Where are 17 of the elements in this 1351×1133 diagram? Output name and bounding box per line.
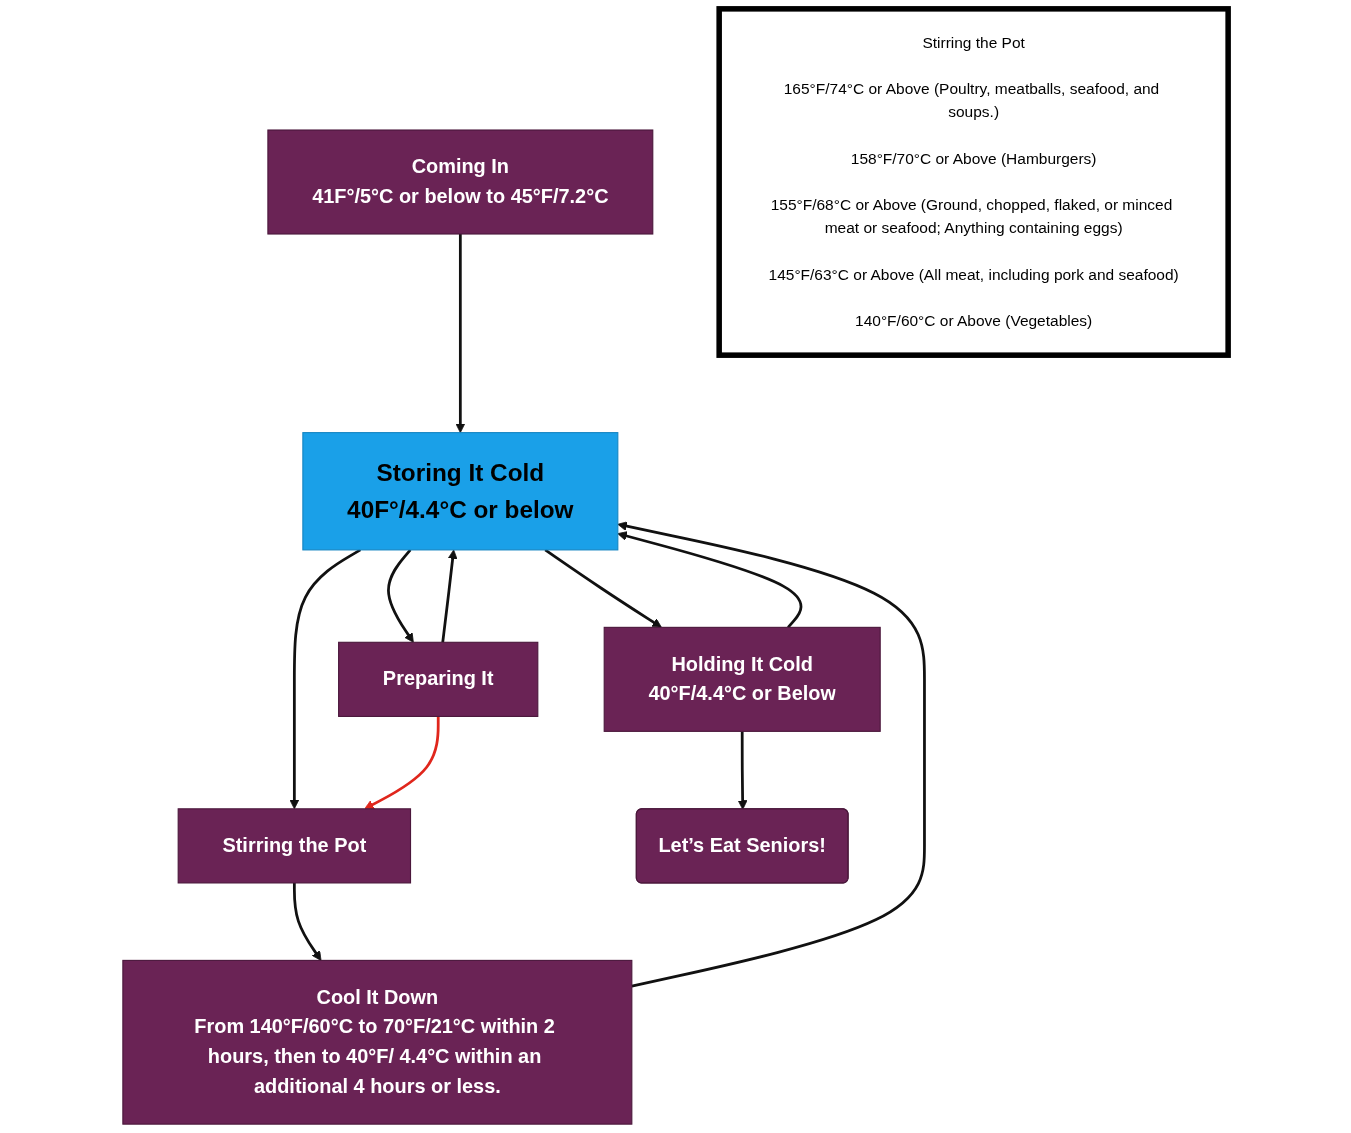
arrow (617, 521, 926, 988)
node-box: Preparing It (338, 641, 539, 717)
arrow (289, 548, 362, 810)
arrow (387, 549, 414, 643)
node-box: Cool It Down From 140°F/60°C to 70°F/21°C within 2 hours, then to 40°F/ 4.4°C within an additional 4 hours or less. (122, 959, 633, 1125)
arrow (292, 882, 322, 961)
arrow (544, 548, 662, 628)
arrow (364, 716, 440, 810)
arrow (737, 731, 748, 810)
node-box: Holding It Cold 40°F/4.4°C or Below (603, 626, 881, 732)
arrow (441, 549, 458, 643)
node-box: Stirring the Pot (177, 808, 412, 884)
node-box: Stirring the Pot 165°F/74°C or Above (Poultry, meatballs, seafood, and soups.) 158°F/70°C or Above (Hamburgers) 155°F/68°C or Above (Ground, chopped, flaked, or minced meat or seafood; Anything containing eggs) 145°F/63°C or Above (All meat, including pork and seafood) 140°F/60°C or Above (Vegetables) (716, 6, 1231, 358)
arrow (455, 234, 466, 434)
node-box: Storing It Cold 40F°/4.4°C or below (302, 432, 619, 551)
node-box: Coming In 41F°/5°C or below to 45°F/7.2°C (267, 129, 654, 235)
arrow (617, 531, 803, 629)
